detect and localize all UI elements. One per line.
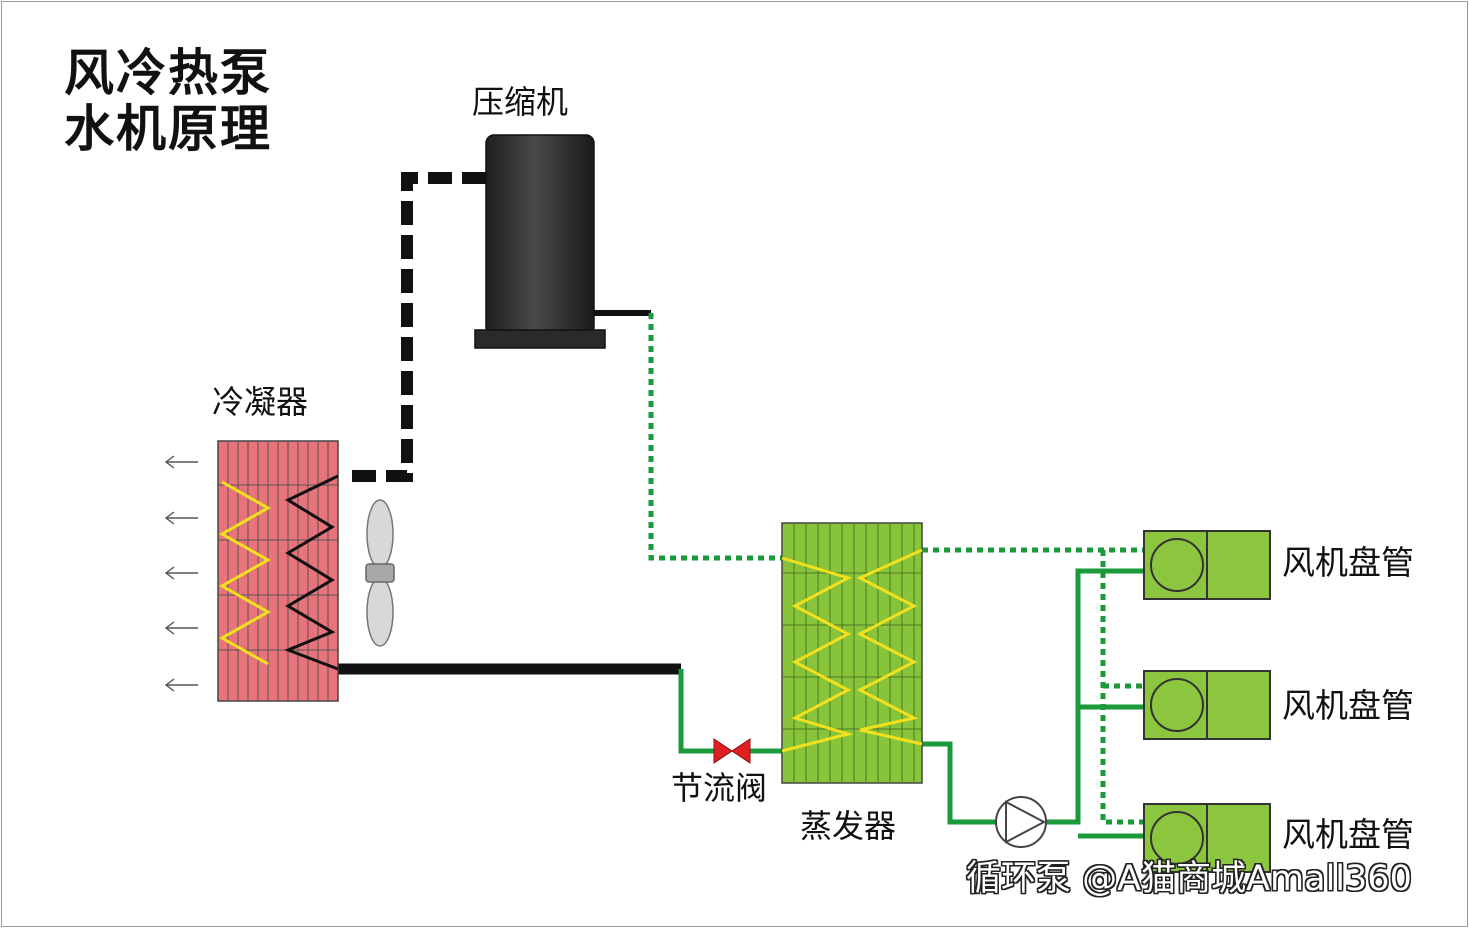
- evaporator-label: 蒸发器: [800, 807, 897, 845]
- evaporator-coil-right: [856, 548, 923, 746]
- watermark: 循环泵 @A猫商城Amall360: [966, 862, 1412, 897]
- return-water-pipe: [922, 547, 1146, 825]
- diagram-title-line1: 风冷热泵: [64, 44, 272, 102]
- arrow-left-icon: [164, 455, 198, 469]
- arrow-left-icon: [164, 678, 198, 692]
- fan-coil-unit: [1143, 670, 1271, 740]
- fan-coil-label: 风机盘管: [1282, 815, 1414, 854]
- condenser: [217, 440, 339, 702]
- supply-water-pipe: [922, 741, 997, 825]
- watermark-text: @A猫商城Amall360: [1082, 859, 1412, 899]
- suction-line-dotted: [648, 313, 782, 561]
- pump-label: 循环泵: [966, 859, 1072, 899]
- fan-coil-unit: [1143, 530, 1271, 600]
- discharge-pipe-dashed: [346, 172, 486, 482]
- evaporator-coil-left: [781, 556, 854, 753]
- evaporator: [781, 522, 923, 784]
- fan-icon: [365, 499, 395, 647]
- compressor-label: 压缩机: [472, 83, 569, 121]
- diagram-title-line2: 水机原理: [64, 100, 272, 158]
- arrow-left-icon: [164, 566, 198, 580]
- pump-icon: [995, 796, 1047, 848]
- expansion-valve-label: 节流阀: [671, 769, 768, 807]
- expansion-valve-icon: [713, 738, 751, 764]
- condenser-coil-black: [283, 474, 339, 671]
- fan-coil-label: 风机盘管: [1282, 686, 1414, 725]
- condenser-label: 冷凝器: [212, 383, 309, 421]
- fan-coil-label: 风机盘管: [1282, 543, 1414, 582]
- compressor: [474, 134, 606, 349]
- airflow-arrows: [164, 455, 198, 692]
- fan-coil-unit: [1143, 803, 1271, 873]
- valve-line: [678, 669, 714, 754]
- arrow-left-icon: [164, 621, 198, 635]
- arrow-left-icon: [164, 511, 198, 525]
- condenser-coil-yellow: [218, 480, 272, 666]
- supply-manifold: [1046, 568, 1146, 839]
